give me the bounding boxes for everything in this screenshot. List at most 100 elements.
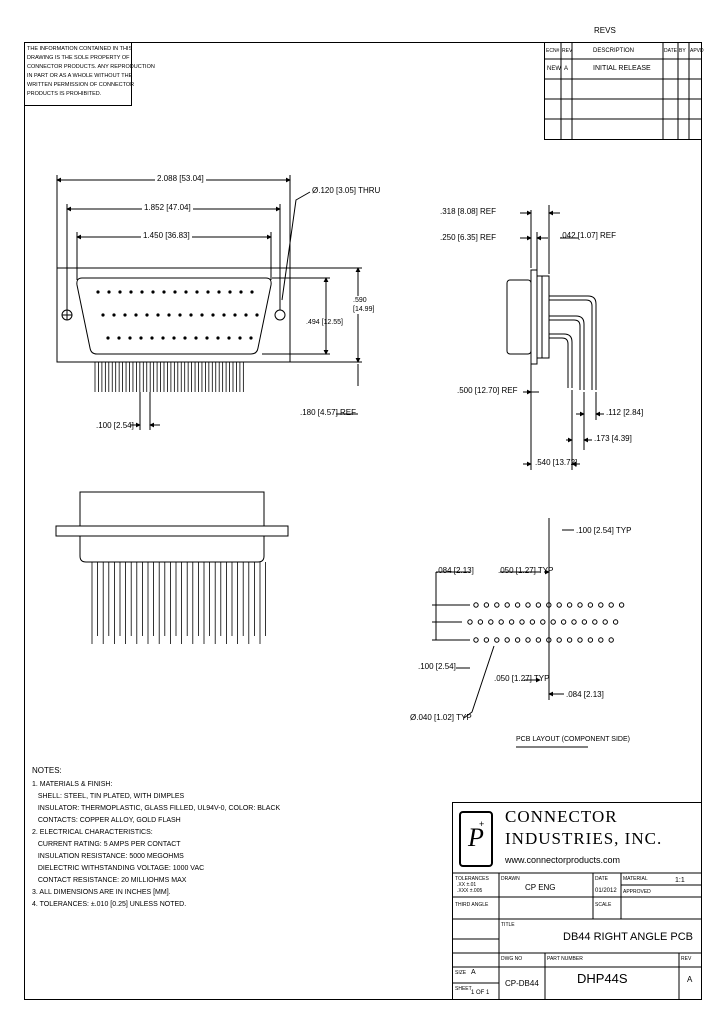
pcb-hole xyxy=(494,637,500,643)
pcb-hole xyxy=(498,619,504,625)
notice-line-3: CONNECTOR PRODUCTS. ANY REPRODUCTION xyxy=(27,64,155,70)
pcb-hole xyxy=(540,619,546,625)
notice-line-2: DRAWING IS THE SOLE PROPERTY OF xyxy=(27,55,130,61)
pcb-hole xyxy=(504,602,510,608)
rev-row1-rev: A xyxy=(564,66,569,72)
pcb-dim-row: .100 [2.54] xyxy=(418,662,456,671)
dwg-value: CP-DB44 xyxy=(505,979,539,988)
note-line: 1. MATERIALS & FINISH: xyxy=(32,781,113,788)
side-dim-body: .500 [12.70] REF xyxy=(457,386,518,395)
notes-block: NOTES: 1. MATERIALS & FINISH: SHELL: STE… xyxy=(32,766,292,911)
side-dim-top2: .250 [6.35] REF xyxy=(440,233,497,242)
pcb-dim-hole: Ø.040 [1.02] TYP xyxy=(410,713,472,722)
rev-row1-ecn: NEW xyxy=(547,66,561,72)
contact-dot xyxy=(205,336,209,340)
pcb-hole xyxy=(598,602,604,608)
contact-dot xyxy=(217,290,221,294)
front-dim-mounting: 1.852 [47.04] xyxy=(142,203,193,212)
title-block: P + CONNECTOR INDUSTRIES, INC. www.conne… xyxy=(452,802,702,1000)
contact-dot xyxy=(216,336,220,340)
pcb-hole xyxy=(514,637,521,643)
third-angle-label: THIRD ANGLE xyxy=(455,902,489,908)
rev-label: REV xyxy=(681,956,692,962)
contact-dot xyxy=(150,336,154,340)
notice-line-1: THE INFORMATION CONTAINED IN THIS xyxy=(27,46,133,52)
rev-value: A xyxy=(687,975,693,984)
pcb-hole xyxy=(483,637,490,643)
pcb-hole xyxy=(608,637,614,643)
pcb-hole xyxy=(592,619,598,625)
contact-dot xyxy=(255,313,259,317)
note-line: 4. TOLERANCES: ±.010 [0.25] UNLESS NOTED… xyxy=(32,901,187,908)
contact-dot xyxy=(238,336,242,340)
note-line: INSULATOR: THERMOPLASTIC, GLASS FILLED, … xyxy=(32,805,281,812)
pcb-dim-mid: .050 [1.27] TYP xyxy=(498,566,554,575)
pcb-hole xyxy=(577,637,583,643)
pcb-hole xyxy=(535,637,542,643)
pcb-hole xyxy=(546,602,552,608)
pcb-dim-pitch: .050 [1.27] TYP xyxy=(494,674,550,683)
contact-dot xyxy=(151,290,155,294)
rev-header-rev: REV xyxy=(562,48,573,54)
company-line2: INDUSTRIES, INC. xyxy=(505,829,663,848)
part-value: DHP44S xyxy=(577,971,628,986)
pcb-hole xyxy=(473,637,479,643)
sheet-label: SHEET xyxy=(455,986,472,992)
contact-dot xyxy=(96,290,100,294)
material-label: MATERIAL xyxy=(623,876,648,882)
pcb-hole xyxy=(581,619,588,625)
contact-dot xyxy=(183,336,187,340)
contact-dot xyxy=(145,313,149,317)
contact-dot xyxy=(156,313,160,317)
contact-dot xyxy=(117,336,121,340)
contact-dot xyxy=(140,290,144,294)
pcb-hole xyxy=(483,602,490,608)
pcb-hole xyxy=(618,602,625,608)
scale-value: 1:1 xyxy=(675,877,685,884)
contact-dot xyxy=(189,313,193,317)
contact-dot xyxy=(239,290,243,294)
rev-header-by: BY xyxy=(679,48,686,54)
rev-header-date: DATE xyxy=(664,48,677,54)
revision-table: ECN# REV DESCRIPTION DATE BY APVD NEW A … xyxy=(544,42,704,140)
contact-dot xyxy=(250,290,254,294)
sheet-value: 1 OF 1 xyxy=(471,990,490,996)
contact-dot xyxy=(128,336,132,340)
pcb-hole xyxy=(577,602,583,608)
rev-row1-desc: INITIAL RELEASE xyxy=(593,65,651,72)
revision-table-grid xyxy=(545,43,701,139)
front-dim-overall: 2.088 [53.04] xyxy=(155,174,206,183)
pcb-hole xyxy=(556,602,562,608)
front-dim-shell: 1.450 [36.83] xyxy=(141,231,192,240)
confidential-notice: THE INFORMATION CONTAINED IN THIS DRAWIN… xyxy=(24,42,155,106)
contact-dot xyxy=(233,313,237,317)
title-value: DB44 RIGHT ANGLE PCB xyxy=(563,931,694,943)
contact-dot xyxy=(161,336,165,340)
contact-dot xyxy=(195,290,199,294)
pcb-hole xyxy=(587,637,594,643)
side-dim-tail2: .173 [4.39] xyxy=(594,434,632,443)
contact-dot xyxy=(129,290,133,294)
title-label: TITLE xyxy=(501,922,515,928)
title-block-grid xyxy=(453,872,701,999)
contact-dot xyxy=(173,290,177,294)
date-value: 01/2012 xyxy=(595,888,617,894)
pcb-hole xyxy=(566,602,573,608)
pcb-dim-left: .084 [2.13] xyxy=(436,566,474,575)
approved-label: APPROVED xyxy=(623,889,651,895)
notice-line-6: PRODUCTS IS PROHIBITED. xyxy=(27,91,102,97)
company-website[interactable]: www.connectorproducts.com xyxy=(505,855,621,865)
dwg-label: DWG NO xyxy=(501,956,523,962)
pcb-hole xyxy=(550,619,556,625)
drawn-label: DRAWN xyxy=(501,876,520,882)
pcb-hole xyxy=(514,602,521,608)
pcb-hole xyxy=(519,619,525,625)
contact-dot xyxy=(123,313,127,317)
logo-letter: P xyxy=(468,823,484,852)
contact-dot xyxy=(227,336,231,340)
contact-dot xyxy=(206,290,210,294)
pcb-hole xyxy=(508,619,515,625)
pcb-caption: PCB LAYOUT (COMPONENT SIDE) xyxy=(516,736,630,743)
pcb-hole xyxy=(571,619,577,625)
